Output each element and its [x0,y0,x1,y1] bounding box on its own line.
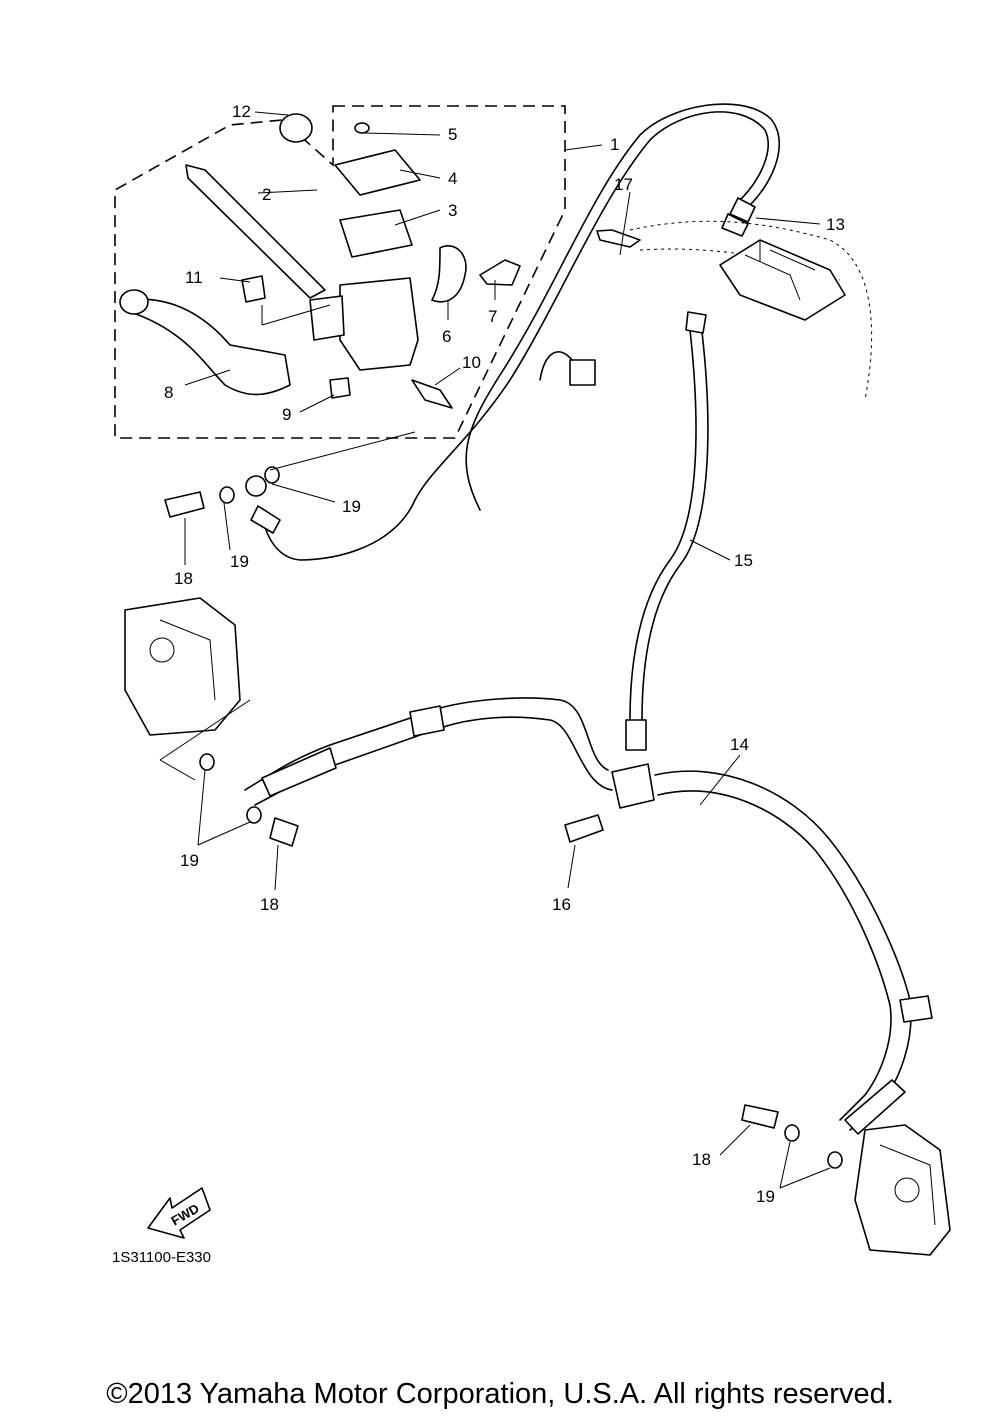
callout-10: 10 [462,353,481,372]
callout-13: 13 [826,215,845,234]
hose-left-fitting [409,705,445,737]
hose-fitting-top-2 [721,213,749,237]
hose-15 [629,329,697,721]
washer-19-f [827,1151,843,1169]
bolt-16 [564,814,604,843]
hose-14-outer [657,790,892,1121]
boot-12 [279,113,313,143]
bolt-7 [479,259,521,286]
callout-3: 3 [448,201,457,220]
callout-19-c: 19 [180,851,199,870]
callout-7: 7 [488,307,497,326]
assembly-boundary [114,105,566,439]
callout-18-right: 18 [692,1150,711,1169]
bracket-17 [596,229,641,248]
switch-connector [569,359,596,386]
caliper-left-detail [149,619,216,701]
hose-15-top-fitting [685,311,707,334]
callout-11: 11 [185,268,203,287]
callout-19-b: 19 [342,497,361,516]
callout-1: 1 [610,135,619,154]
callout-17: 17 [614,175,633,194]
bolt-18-mid [269,817,299,847]
nut-9 [329,377,351,399]
callout-2: 2 [262,185,271,204]
diagram-code: 1S31100-E330 [112,1249,211,1266]
bolt-11 [241,275,266,303]
switch-10 [411,379,453,409]
master-cylinder-port [309,295,345,341]
callout-4: 4 [448,169,457,188]
piston-kit [185,164,326,299]
washer-19-d [246,806,262,824]
callout-18-top: 18 [174,569,193,588]
callout-9: 9 [282,405,291,424]
hose-14-armor [844,1079,906,1135]
washer-19-c [199,753,215,771]
caliper-right-detail [879,1144,936,1226]
screw-5 [354,122,370,134]
lever-8 [124,298,291,396]
hose-14 [654,770,912,1131]
caliper-left [124,597,241,736]
callout-12: 12 [232,102,251,121]
handlebar-bracket [719,239,846,321]
lever-knob [119,289,149,315]
fwd-arrow-icon [147,1187,211,1239]
bolt-18-top [164,491,205,518]
callout-5: 5 [448,125,457,144]
master-cylinder-hose [262,111,769,561]
hose-fitting-top [729,197,756,223]
washer-19-b [264,466,280,484]
callout-16: 16 [552,895,571,914]
callout-19-a: 19 [230,552,249,571]
callout-14: 14 [730,735,749,754]
leader-lines [159,111,831,1189]
washer-19-e [784,1124,800,1142]
three-way-joint [611,763,655,809]
hose-sleeve [250,505,281,534]
hose-14-fitting [899,995,933,1023]
reservoir-diaphragm-3 [339,209,413,258]
callout-8: 8 [164,383,173,402]
callout-19-d: 19 [756,1187,775,1206]
callout-15: 15 [734,551,753,570]
caliper-right [854,1124,951,1256]
hose-15-bottom-fitting [625,719,647,751]
hose-left-branch [244,697,609,791]
reservoir-cap-4 [334,149,421,196]
bolt-18-right [741,1104,779,1129]
hose-15-outer [641,331,709,721]
callout-18-mid: 18 [260,895,279,914]
washer-19-a [219,486,235,504]
hose-eye-18 [245,475,267,497]
holder-6 [431,245,467,303]
master-cylinder-body [339,277,419,371]
switch-wire [539,351,573,381]
callout-6: 6 [442,327,451,346]
handlebar-bracket-face [744,240,816,301]
copyright-notice: ©2013 Yamaha Motor Corporation, U.S.A. A… [106,1378,894,1410]
hose-left-armor [261,747,337,797]
master-cylinder-hose-outer [465,103,780,511]
